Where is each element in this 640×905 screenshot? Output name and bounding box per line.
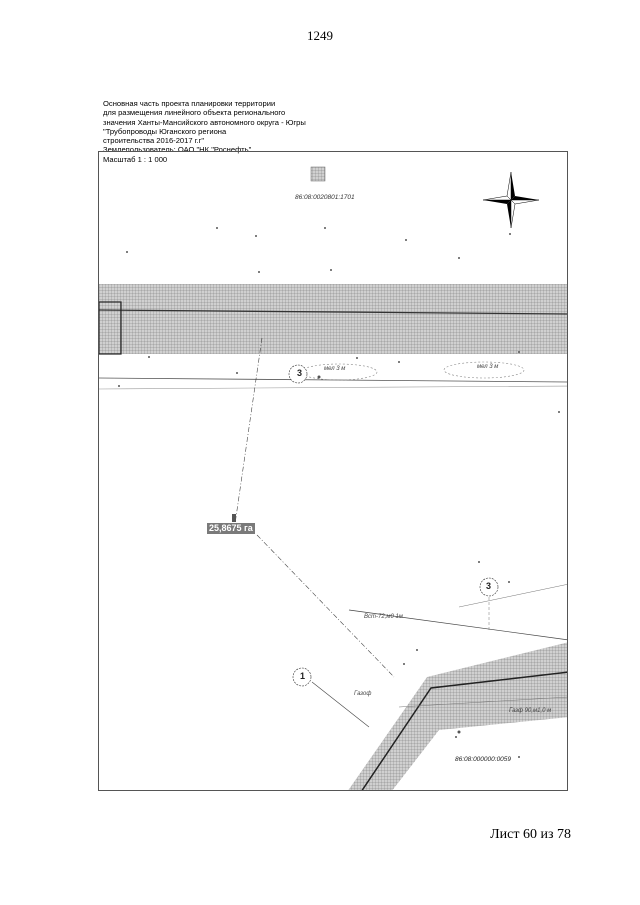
marker-3-right <box>479 577 499 597</box>
road-line-2 <box>99 385 567 390</box>
marker-label-3-right: 3 <box>486 581 492 591</box>
pit-left-label: мел 3 м <box>324 366 346 372</box>
header-line-1: Основная часть проекта планировки террит… <box>103 99 276 108</box>
page-number: 1249 <box>307 28 333 43</box>
leader-line-diag <box>256 534 395 678</box>
parcel-id-top: 86:08:0020801:1701 <box>295 194 355 201</box>
pipeline-axis <box>99 309 567 315</box>
map-frame: 3 3 1 Вст-72,м0 1м Газоф Газф 90,м1,0 м … <box>98 151 568 791</box>
north-arrow-icon <box>482 171 540 229</box>
sheet-label: Лист 60 из 78 <box>490 827 571 842</box>
leader-line-top <box>234 337 263 525</box>
map-scale: Масштаб 1 : 1 000 <box>103 154 168 164</box>
pipe-line-b <box>458 584 567 608</box>
map-header: Основная часть проекта планировки террит… <box>103 99 306 164</box>
marker-label-1: 1 <box>300 671 306 681</box>
pipe-line-a <box>348 609 567 641</box>
lower-pipeline <box>361 671 567 790</box>
marker-1 <box>292 667 312 687</box>
parcel-marker-square <box>310 166 326 182</box>
area-label: 25,8675 га <box>207 523 255 534</box>
header-line-2: для размещения линейного объекта региона… <box>103 108 286 118</box>
pipe-line-d <box>398 696 567 708</box>
area-leader-tab <box>232 514 236 522</box>
corridor-band <box>99 284 567 354</box>
land-user: Землепользователь: ОАО "НК "Роснефть" <box>103 145 252 155</box>
header-line-3: значения Ханты-Мансийского автономного о… <box>103 117 306 127</box>
pit-right <box>443 361 525 379</box>
map-drawing <box>99 166 567 790</box>
pit-right-label: мел 3 м <box>477 364 499 370</box>
header-line-4: "Трубопроводы Юганского региона <box>103 126 227 136</box>
parcel-id-bottom: 86:08:000000:0059 <box>455 756 512 763</box>
marker-3-top <box>288 364 308 384</box>
pipe-label: Вст-72,м0 1м <box>364 614 403 620</box>
survey-points <box>118 227 560 758</box>
corridor-box <box>99 301 122 355</box>
lower-label: Газф 90,м1,0 м <box>509 708 552 714</box>
marker-label-3-top: 3 <box>297 368 303 378</box>
header-line-5: строительства 2016-2017 г.г" <box>103 136 205 146</box>
lower-corridor <box>348 642 567 790</box>
leader-line-one <box>311 681 370 728</box>
road-label: Газоф <box>354 691 372 697</box>
